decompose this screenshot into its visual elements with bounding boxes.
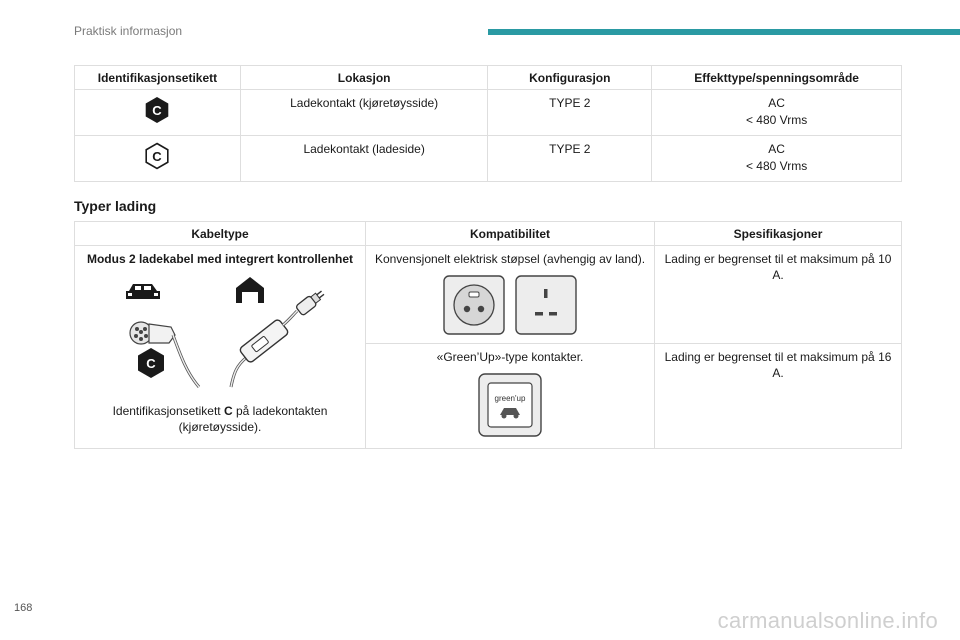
cable-type-title: Modus 2 ladekabel med integrert kontroll… [86, 252, 354, 266]
column-header: Lokasjon [239, 65, 489, 90]
label-c-filled-hexagon-icon: C [138, 348, 164, 378]
socket-type-e-icon [443, 275, 505, 335]
label-c-text: C [153, 103, 163, 118]
car-icon [126, 284, 160, 299]
configuration-cell: TYPE 2 [487, 135, 653, 182]
label-c-text: C [146, 356, 156, 371]
house-icon [236, 277, 264, 303]
column-header: Kompatibilitet [364, 221, 656, 246]
voltage-range: < 480 Vrms [745, 113, 808, 127]
column-header: Effekttype/spenningsområde [651, 65, 902, 90]
label-cell: C [74, 135, 241, 182]
label-c-outline-hexagon-icon: C [145, 142, 170, 170]
greenup-socket-icon: green'up [478, 373, 542, 437]
compatibility-text: «Green’Up»-type kontakter. [436, 350, 584, 364]
column-header: Identifikasjonsetikett [74, 65, 241, 90]
control-box-cable [229, 290, 325, 388]
greenup-logo-text: green'up [495, 394, 526, 403]
cable-caption: Identifikasjonsetikett C på ladekontakte… [112, 404, 328, 434]
cable-type-cell: Modus 2 ladekabel med integrert kontroll… [74, 245, 366, 449]
control-box [239, 319, 289, 363]
specification-cell: Lading er begrenset til et maksimum på 1… [654, 343, 902, 449]
compatibility-text: Konvensjonelt elektrisk støpsel (avhengi… [374, 252, 646, 266]
power-type: AC [768, 96, 785, 110]
label-c-filled-hexagon-icon: C [146, 97, 169, 123]
specification-cell: Lading er begrenset til et maksimum på 1… [654, 245, 902, 344]
socket-type-g-icon [515, 275, 577, 335]
location-cell: Ladekontakt (kjøretøysside) [239, 89, 489, 136]
column-header: Konfigurasjon [487, 65, 653, 90]
charging-table-header-row: Kabeltype Kompatibilitet Spesifikasjoner [74, 221, 902, 246]
type2-connector [129, 321, 201, 388]
compatibility-cell: «Green’Up»-type kontakter. green'up [364, 343, 656, 449]
column-header: Kabeltype [74, 221, 366, 246]
compatibility-cell: Konvensjonelt elektrisk støpsel (avhengi… [364, 245, 656, 344]
label-c-text: C [153, 149, 163, 164]
configuration-cell: TYPE 2 [487, 89, 653, 136]
cable-illustration: C [81, 277, 359, 389]
table-row: C Ladekontakt (ladeside) TYPE 2 AC < 480… [74, 135, 902, 182]
greenup-socket-wrap: green'up [372, 373, 648, 437]
voltage-range: < 480 Vrms [745, 159, 808, 173]
power-cell: AC < 480 Vrms [651, 135, 902, 182]
location-cell: Ladekontakt (ladeside) [239, 135, 489, 182]
domestic-plug [295, 290, 325, 316]
power-cell: AC < 480 Vrms [651, 89, 902, 136]
header-accent-bar [488, 29, 960, 35]
charging-types-table: Kabeltype Kompatibilitet Spesifikasjoner… [74, 221, 902, 449]
table-row: «Green’Up»-type kontakter. green'up Ladi… [75, 343, 902, 449]
table-row: Modus 2 ladekabel med integrert kontroll… [74, 245, 902, 449]
table-row: C Ladekontakt (kjøretøysside) TYPE 2 AC … [74, 89, 902, 136]
label-table: Identifikasjonsetikett Lokasjon Konfigur… [74, 65, 902, 182]
column-header: Spesifikasjoner [654, 221, 902, 246]
power-type: AC [768, 142, 785, 156]
mode2-cable-illustration: C [126, 277, 325, 388]
label-table-header-row: Identifikasjonsetikett Lokasjon Konfigur… [74, 65, 902, 90]
header-section-title: Praktisk informasjon [74, 24, 183, 38]
page-number: 168 [14, 602, 33, 614]
domestic-sockets [372, 275, 648, 335]
watermark: carmanualsonline.info [717, 608, 938, 633]
section-title: Typer lading [74, 198, 157, 214]
label-cell: C [74, 89, 241, 136]
